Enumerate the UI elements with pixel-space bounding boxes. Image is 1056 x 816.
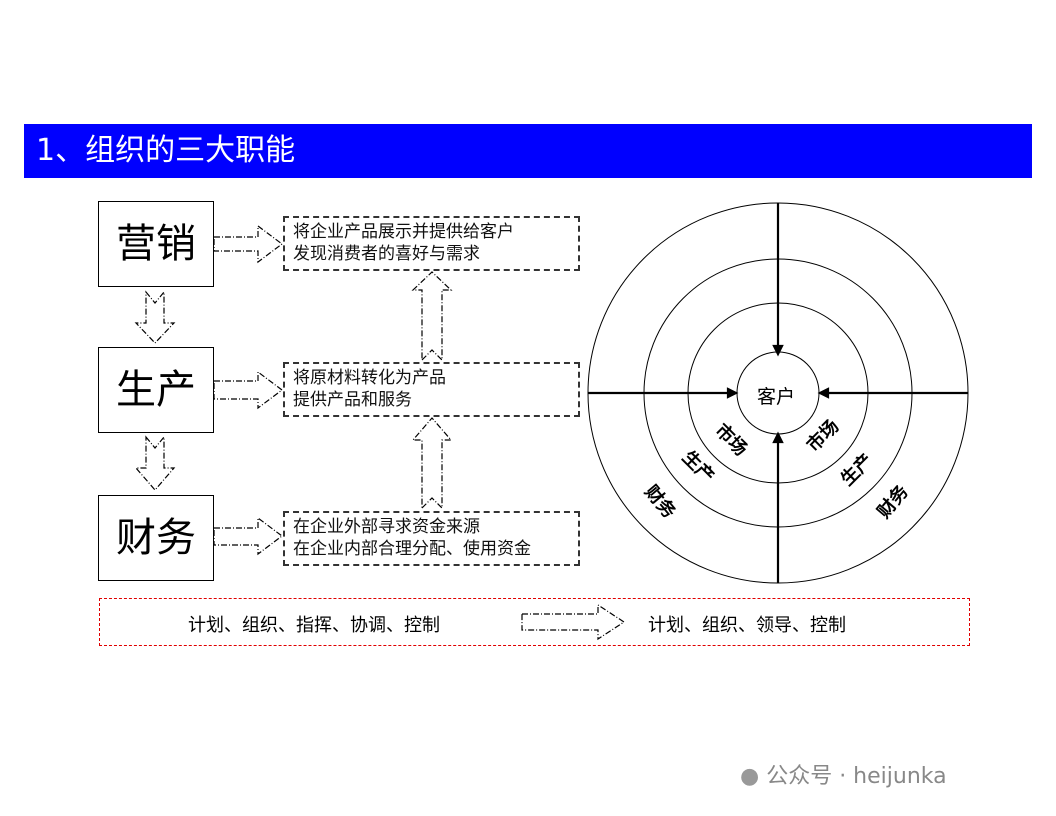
- right-arrow-icon: [213, 516, 283, 556]
- right-arrow-icon: [213, 370, 283, 410]
- description-line: 将原材料转化为产品: [293, 368, 446, 388]
- description-line: 提供产品和服务: [293, 390, 412, 410]
- up-arrow-icon: [411, 417, 453, 510]
- function-box-marketing: 营销: [98, 201, 214, 287]
- watermark: ● 公众号 · heijunka: [740, 758, 947, 790]
- arrowhead-icon: [726, 387, 739, 399]
- modern-functions: 计划、组织、领导、控制: [648, 615, 846, 636]
- arrowhead-icon: [817, 387, 830, 399]
- marketing-description: 将企业产品展示并提供给客户 发现消费者的喜好与需求: [283, 216, 580, 271]
- up-arrow-icon: [411, 271, 453, 362]
- right-arrow-icon: [521, 603, 626, 641]
- finance-description: 在企业外部寻求资金来源 在企业内部合理分配、使用资金: [283, 511, 580, 566]
- description-line: 在企业外部寻求资金来源: [293, 517, 480, 537]
- watermark-text: 公众号 · heijunka: [766, 764, 947, 789]
- arrowhead-icon: [772, 431, 784, 444]
- description-line: 将企业产品展示并提供给客户: [293, 222, 514, 242]
- description-line: 在企业内部合理分配、使用资金: [293, 539, 531, 559]
- wechat-icon: ●: [740, 764, 760, 789]
- down-arrow-icon: [134, 435, 176, 491]
- right-arrow-icon: [213, 224, 283, 264]
- center-customer-label: 客户: [757, 386, 796, 408]
- production-description: 将原材料转化为产品 提供产品和服务: [283, 362, 580, 417]
- arrowhead-icon: [772, 344, 784, 357]
- function-box-finance: 财务: [98, 495, 214, 581]
- description-line: 发现消费者的喜好与需求: [293, 244, 480, 264]
- management-functions-box: 计划、组织、指挥、协调、控制 计划、组织、领导、控制: [99, 598, 970, 646]
- function-box-production: 生产: [98, 347, 214, 433]
- classic-functions: 计划、组织、指挥、协调、控制: [188, 615, 440, 636]
- down-arrow-icon: [134, 290, 176, 344]
- slide-title: 1、组织的三大职能: [24, 124, 1032, 178]
